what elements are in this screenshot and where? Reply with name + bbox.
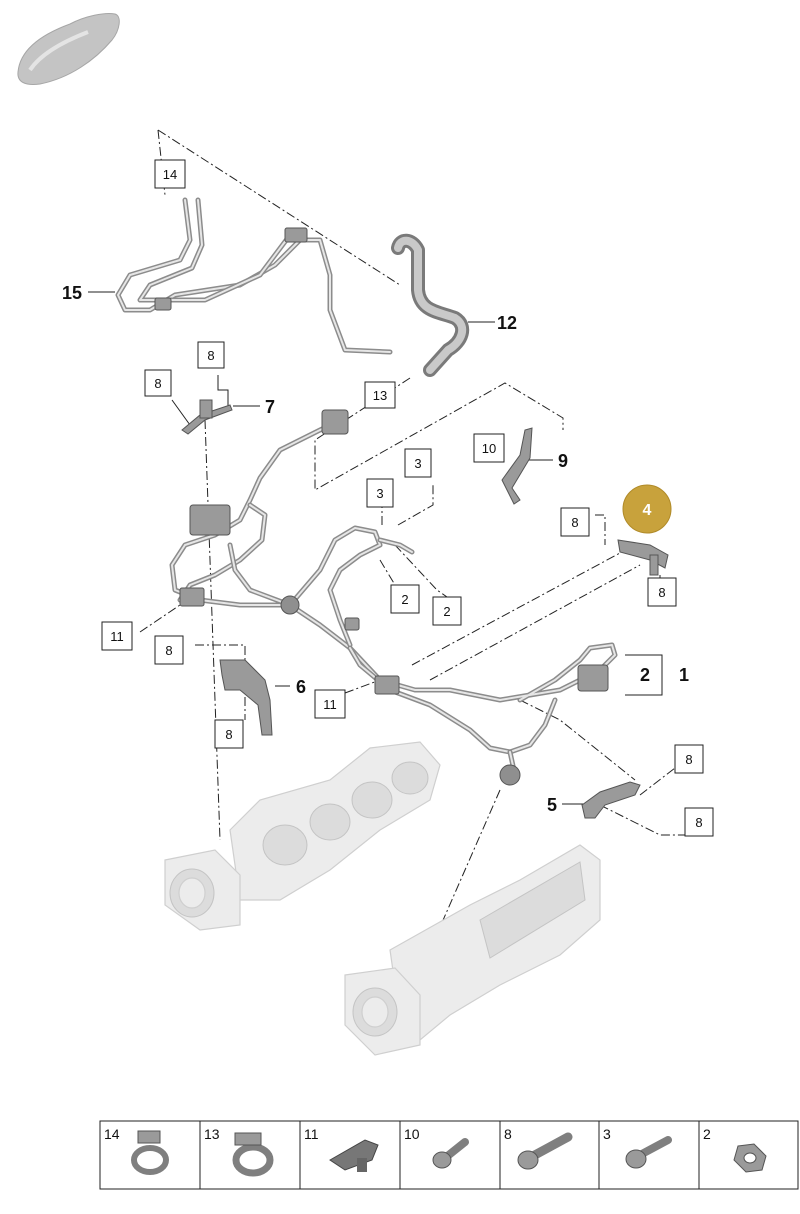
callout-3-b[interactable]: 3 [366, 478, 394, 508]
callout-8-g[interactable]: 8 [674, 744, 704, 774]
hose-clamp-icon [131, 1130, 169, 1175]
callout-3-a[interactable]: 3 [404, 448, 432, 478]
legend-num-13: 13 [204, 1126, 220, 1142]
callout-8-g-label: 8 [685, 752, 692, 767]
callout-10[interactable]: 10 [473, 433, 505, 463]
part-number-12[interactable]: 12 [497, 313, 517, 333]
part-number-2[interactable]: 2 [640, 665, 650, 685]
bracket-4 [617, 539, 669, 576]
callout-8-f-label: 8 [225, 727, 232, 742]
nut-icon [733, 1143, 767, 1173]
hose-assembly-15 [115, 197, 393, 355]
callout-13-label: 13 [373, 388, 387, 403]
legend-cell-14[interactable]: 14 [104, 1126, 169, 1175]
callout-11-a-label: 11 [110, 629, 124, 644]
bracket-9 [501, 427, 533, 505]
hose-12 [391, 233, 470, 377]
vehicle-thumbnail-icon [17, 13, 120, 85]
bracket-7 [181, 399, 233, 435]
screw-icon [625, 1136, 672, 1169]
callout-8-e[interactable]: 8 [154, 635, 184, 665]
screw-icon [517, 1132, 573, 1170]
callout-8-b-label: 8 [154, 376, 161, 391]
legend-table: 14 13 11 10 [99, 1120, 799, 1190]
legend-num-8: 8 [504, 1126, 512, 1142]
legend-cell-10[interactable]: 10 [404, 1126, 469, 1169]
legend-cell-13[interactable]: 13 [204, 1126, 274, 1177]
callout-8-c[interactable]: 8 [560, 507, 590, 537]
part-number-7[interactable]: 7 [265, 397, 275, 417]
callout-3-b-label: 3 [376, 486, 383, 501]
legend-num-3: 3 [603, 1126, 611, 1142]
leader-lines [88, 291, 663, 805]
callout-14-label: 14 [163, 167, 177, 182]
intake-manifold-lower [344, 844, 601, 1056]
callout-11-b[interactable]: 11 [314, 689, 346, 719]
callout-8-b[interactable]: 8 [144, 369, 172, 397]
legend-cell-11[interactable]: 11 [304, 1126, 379, 1172]
bracket-5 [581, 781, 641, 819]
screw-icon [432, 1138, 469, 1169]
callout-2-a[interactable]: 2 [390, 584, 420, 614]
callout-4-highlight[interactable]: 4 [622, 484, 672, 534]
callout-3-a-label: 3 [414, 456, 421, 471]
legend-cell-2[interactable]: 2 [703, 1126, 767, 1173]
legend-num-11: 11 [304, 1126, 319, 1142]
part-number-9[interactable]: 9 [558, 451, 568, 471]
callout-8-c-label: 8 [571, 515, 578, 530]
part-number-5[interactable]: 5 [547, 795, 557, 815]
bracket-6 [219, 659, 273, 736]
callout-8-a-label: 8 [207, 348, 214, 363]
intake-manifold-upper [164, 741, 441, 931]
callout-8-f[interactable]: 8 [214, 719, 244, 749]
callout-8-d[interactable]: 8 [647, 577, 677, 607]
callout-14[interactable]: 14 [154, 159, 186, 189]
callout-8-e-label: 8 [165, 643, 172, 658]
part-number-6[interactable]: 6 [296, 677, 306, 697]
clip-icon [329, 1139, 379, 1172]
hose-clamp-icon [232, 1132, 274, 1177]
callout-8-h-label: 8 [695, 815, 702, 830]
part-number-15[interactable]: 15 [62, 283, 82, 303]
line-assembly-1 [169, 409, 618, 786]
callout-2-b[interactable]: 2 [432, 596, 462, 626]
callout-11-a[interactable]: 11 [101, 621, 133, 651]
callout-2-b-label: 2 [443, 604, 450, 619]
callout-2-a-label: 2 [401, 592, 408, 607]
callout-11-b-label: 11 [323, 697, 337, 712]
legend-cell-3[interactable]: 3 [603, 1126, 672, 1169]
part-number-1[interactable]: 1 [679, 665, 689, 685]
callout-8-d-label: 8 [658, 585, 665, 600]
legend-cell-8[interactable]: 8 [504, 1126, 573, 1170]
callout-8-a[interactable]: 8 [197, 341, 225, 369]
callout-8-h[interactable]: 8 [684, 807, 714, 837]
legend-num-10: 10 [404, 1126, 420, 1142]
callout-10-label: 10 [482, 441, 496, 456]
legend-num-2: 2 [703, 1126, 711, 1142]
callout-4-label: 4 [643, 502, 652, 519]
callout-13[interactable]: 13 [364, 381, 396, 409]
legend-num-14: 14 [104, 1126, 120, 1142]
